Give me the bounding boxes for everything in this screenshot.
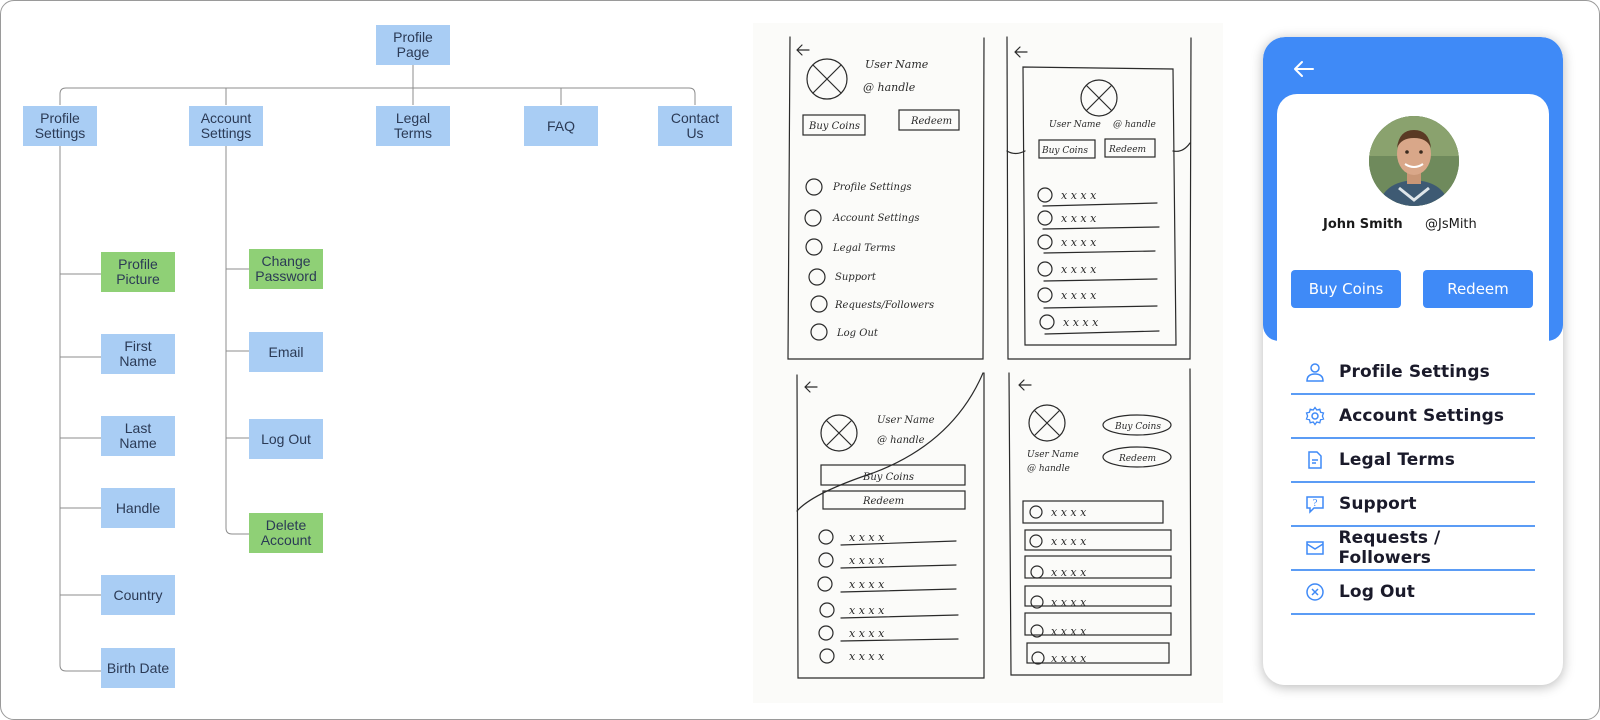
node-handle: Handle (101, 488, 175, 528)
sketch3-row: x x x x (849, 627, 885, 640)
sketch4-row: x x x x (1051, 596, 1087, 609)
sketch3-handle: @ handle (877, 435, 925, 446)
menu-item-label: Account Settings (1339, 406, 1505, 426)
wireframe-sketches: User Name @ handle Buy Coins Redeem Prof… (753, 23, 1223, 703)
mobile-profile-mockup: John Smith @JsMith Buy Coins Redeem Prof… (1263, 37, 1563, 685)
sketch3-row: x x x x (849, 531, 885, 544)
sitemap-connectors (59, 64, 696, 672)
gear-icon (1301, 405, 1329, 427)
sketch1-menu-item: Log Out (836, 328, 879, 339)
sketch1-menu-item: Support (835, 272, 877, 283)
sketch3-row: x x x x (849, 604, 885, 617)
sketch2-row: x x x x (1061, 263, 1097, 276)
menu-item-profile-settings[interactable]: Profile Settings (1291, 351, 1535, 395)
sketch3-row: x x x x (849, 650, 885, 663)
buy-coins-button[interactable]: Buy Coins (1291, 270, 1401, 308)
menu-item-label: Support (1339, 494, 1417, 514)
menu-item-support[interactable]: ? Support (1291, 483, 1535, 527)
sketch2-buy-coins: Buy Coins (1041, 146, 1088, 156)
sketch-drawings: User Name @ handle Buy Coins Redeem Prof… (787, 36, 1192, 679)
menu-item-legal-terms[interactable]: Legal Terms (1291, 439, 1535, 483)
back-arrow-icon[interactable] (1291, 57, 1319, 81)
sketch3-row: x x x x (849, 554, 885, 567)
sketch4-row: x x x x (1051, 625, 1087, 638)
sketch3-row: x x x x (849, 578, 885, 591)
sketch1-menu-item: Profile Settings (832, 182, 911, 193)
mail-icon (1301, 537, 1328, 559)
node-country: Country (101, 575, 175, 615)
menu-item-label: Log Out (1339, 582, 1415, 602)
sketch1-menu-item: Account Settings (832, 213, 920, 224)
sketch4-row: x x x x (1051, 506, 1087, 519)
profile-user-name: John Smith (1323, 217, 1403, 232)
sketch4-buy-coins: Buy Coins (1114, 422, 1161, 432)
menu-item-log-out[interactable]: Log Out (1291, 571, 1535, 615)
sketch4-row: x x x x (1051, 652, 1087, 665)
help-bubble-icon: ? (1301, 493, 1329, 515)
sketch3-buy-coins: Buy Coins (862, 472, 914, 483)
node-email: Email (249, 332, 323, 372)
document-icon (1301, 449, 1329, 471)
avatar[interactable] (1369, 116, 1459, 206)
sketch2-row: x x x x (1061, 236, 1097, 249)
node-faq: FAQ (524, 106, 598, 146)
menu-item-label: Requests / Followers (1338, 528, 1441, 568)
node-log-out: Log Out (249, 419, 323, 459)
profile-handle: @JsMith (1425, 217, 1477, 232)
sketch1-redeem: Redeem (910, 116, 952, 127)
menu-item-requests-followers[interactable]: Requests / Followers (1291, 527, 1535, 571)
sketch2-user-name: User Name (1049, 120, 1101, 130)
sketch2-row: x x x x (1063, 316, 1099, 329)
sketch1-handle: @ handle (863, 81, 916, 94)
redeem-button[interactable]: Redeem (1423, 270, 1533, 308)
sketch4-row: x x x x (1051, 535, 1087, 548)
sketch2-row: x x x x (1061, 212, 1097, 225)
sketch4-redeem: Redeem (1118, 454, 1156, 464)
sketch2-row: x x x x (1061, 189, 1097, 202)
sketch3-redeem: Redeem (862, 496, 904, 507)
menu-item-account-settings[interactable]: Account Settings (1291, 395, 1535, 439)
sketch2-handle: @ handle (1113, 120, 1156, 130)
sketch2-row: x x x x (1061, 289, 1097, 302)
sketch2-redeem: Redeem (1108, 145, 1146, 155)
sketch1-menu-item: Requests/Followers (834, 300, 934, 311)
menu-item-label: Legal Terms (1339, 450, 1455, 470)
sketch1-buy-coins: Buy Coins (808, 121, 860, 132)
svg-text:?: ? (1313, 499, 1318, 509)
sketch1-user-name: User Name (865, 58, 929, 71)
sketch4-user-name: User Name (1027, 450, 1079, 460)
node-birth-date: Birth Date (101, 648, 175, 688)
sketch1-menu-item: Legal Terms (832, 243, 896, 254)
sketch3-user-name: User Name (877, 415, 935, 426)
menu-item-label: Profile Settings (1339, 362, 1490, 382)
sketch4-row: x x x x (1051, 566, 1087, 579)
close-circle-icon (1301, 581, 1329, 603)
sketch4-handle: @ handle (1027, 464, 1070, 474)
user-icon (1301, 361, 1329, 383)
